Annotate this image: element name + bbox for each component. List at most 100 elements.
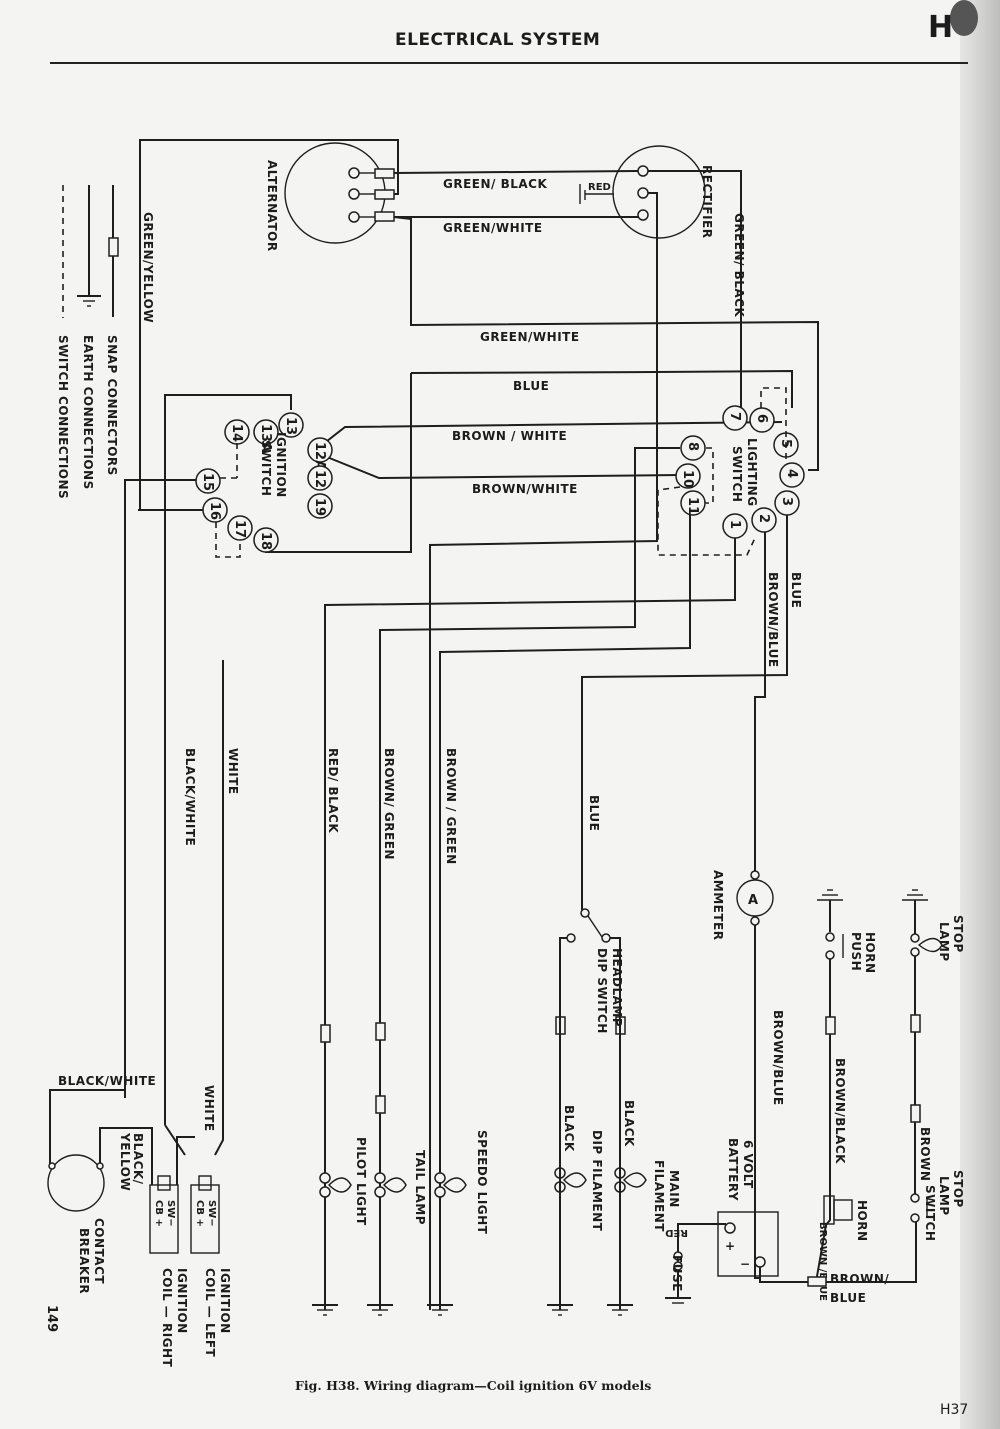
page-edge — [960, 0, 1000, 1429]
fuse: FUSE RED — [665, 1223, 726, 1298]
dip-switch-label-2: DIP SWITCH — [595, 948, 609, 1034]
battery-label-2: BATTERY — [726, 1138, 740, 1201]
lighting-terminal: 3 — [774, 490, 800, 516]
stop-lamp-label-1: STOP — [951, 915, 965, 953]
page-title: ELECTRICAL SYSTEM — [395, 30, 601, 50]
wire-label-blue-dip: BLUE — [587, 795, 601, 831]
wire-label-red: RED — [588, 182, 611, 193]
stop-switch-label-2: LAMP — [937, 1176, 951, 1216]
battery-minus: − — [740, 1257, 751, 1271]
wire-label-black-1: BLACK — [562, 1105, 576, 1152]
battery: + − 6 VOLT BATTERY — [717, 1138, 779, 1277]
svg-text:SW−: SW− — [165, 1200, 176, 1227]
main-filament-lamp — [607, 1016, 647, 1316]
snap-connector — [807, 1276, 827, 1287]
lighting-terminal: 10 — [675, 463, 701, 489]
dip-switch-label-1: HEADLAMP — [610, 948, 624, 1027]
ignition-coil-right: SW− CB + IGNITION COIL — RIGHT — [149, 1175, 189, 1368]
svg-text:SW−: SW− — [206, 1200, 217, 1227]
earth-icon — [427, 1304, 453, 1316]
wire-label-black-white: BLACK/WHITE — [183, 748, 197, 846]
tail-lamp — [367, 1022, 407, 1316]
lighting-terminal: 6 — [749, 407, 775, 433]
svg-text:13: 13 — [283, 417, 298, 435]
lighting-terminal: 7 — [722, 405, 748, 431]
bulb-icon — [434, 1172, 467, 1198]
ammeter-symbol: A — [748, 893, 758, 908]
wire-label-black-yellow-2: YELLOW — [118, 1132, 132, 1191]
svg-text:16: 16 — [207, 502, 222, 520]
snap-connector — [374, 189, 395, 200]
ignition-terminal: 12 — [307, 465, 333, 491]
wire-label-brown-green-1: BROWN/ GREEN — [382, 748, 396, 860]
lighting-terminal: 11 — [680, 490, 706, 516]
header-rule — [50, 62, 968, 64]
wire-label-brown-green-2: BROWN / GREEN — [444, 748, 458, 865]
wires-mid — [124, 369, 793, 1310]
earth-icon — [77, 295, 101, 307]
snap-connector — [910, 1104, 921, 1123]
wire-label-green-black-right: GREEN/ BLACK — [732, 213, 746, 317]
battery-plus: + — [725, 1239, 736, 1253]
earth-icon — [665, 1297, 691, 1304]
ignition-terminal: 13 — [278, 412, 304, 438]
wire-label-green-white-mid: GREEN/WHITE — [480, 330, 580, 344]
fuse-label: FUSE — [670, 1255, 684, 1292]
horn-push-label-2: PUSH — [849, 932, 863, 971]
earth-icon — [312, 1304, 338, 1316]
svg-text:12: 12 — [312, 470, 327, 488]
snap-connector — [374, 168, 395, 179]
wire-label-brown-blue-horn: BROWN /BLUE — [817, 1222, 828, 1301]
speedo-light-label: SPEEDO LIGHT — [475, 1130, 489, 1235]
legend-switch-label: SWITCH CONNECTIONS — [56, 335, 70, 499]
bulb-icon — [319, 1172, 352, 1198]
wire-label-white-bottom: WHITE — [202, 1085, 216, 1132]
ignition-terminal: 18 — [253, 527, 279, 553]
wire-label-brown-white-2: BROWN/WHITE — [472, 482, 578, 496]
svg-text:19: 19 — [312, 498, 327, 516]
svg-text:1: 1 — [727, 520, 742, 529]
lighting-terminal: 8 — [680, 435, 706, 461]
svg-text:6: 6 — [754, 414, 769, 423]
wire-label-black-white-bottom: BLACK/WHITE — [58, 1074, 156, 1088]
wire-label-green-black: GREEN/ BLACK — [443, 177, 547, 191]
ammeter: A AMMETER — [711, 870, 808, 1283]
wire-label-black-2: BLACK — [622, 1100, 636, 1147]
ignition-terminal: 12A — [307, 437, 333, 470]
wire-label-brown-blue-bottom-1: BROWN/ — [830, 1272, 889, 1286]
wire-label-brown-blue-ammeter: BROWN/BLUE — [771, 1010, 785, 1106]
snap-connector — [320, 1024, 331, 1043]
coil-left-label-1: IGNITION — [218, 1268, 232, 1334]
horn-push-label-1: HORN — [863, 932, 877, 974]
rectifier-body — [612, 145, 706, 239]
alternator: ALTERNATOR — [265, 142, 395, 252]
contact-breaker-label-2: BREAKER — [77, 1228, 91, 1294]
dip-filament-label: DIP FILAMENT — [590, 1130, 604, 1232]
snap-connector — [374, 211, 395, 222]
svg-text:10: 10 — [680, 470, 695, 488]
earth-icon — [367, 1304, 393, 1316]
tail-lamp-label: TAIL LAMP — [413, 1150, 427, 1225]
bulb-icon — [374, 1172, 407, 1198]
pilot-light-label: PILOT LIGHT — [354, 1137, 368, 1226]
legend: SNAP CONNECTORS EARTH CONNECTIONS SWITCH… — [56, 185, 119, 499]
ignition-terminal: 17 — [227, 515, 253, 541]
lighting-terminal: 2 — [751, 507, 777, 533]
wire-label-red-black: RED/ BLACK — [326, 748, 340, 833]
svg-text:4: 4 — [784, 469, 799, 478]
snap-connector — [825, 1016, 836, 1035]
snap-connector — [375, 1022, 386, 1041]
binder-hole — [950, 0, 978, 36]
page-number: 149 — [44, 1305, 59, 1332]
svg-text:17: 17 — [232, 520, 247, 538]
svg-text:8: 8 — [685, 442, 700, 451]
earth-icon — [817, 889, 843, 901]
wire-label-green-yellow: GREEN/YELLOW — [141, 212, 155, 323]
dip-filament-lamp — [547, 1016, 587, 1316]
page-ref: H37 — [940, 1402, 969, 1418]
wire-label-brown-white-1: BROWN / WHITE — [452, 429, 567, 443]
headlamp-dip-switch: HEADLAMP DIP SWITCH — [559, 905, 624, 1310]
lighting-switch-label-2: SWITCH — [730, 446, 744, 502]
svg-text:14: 14 — [229, 424, 244, 442]
